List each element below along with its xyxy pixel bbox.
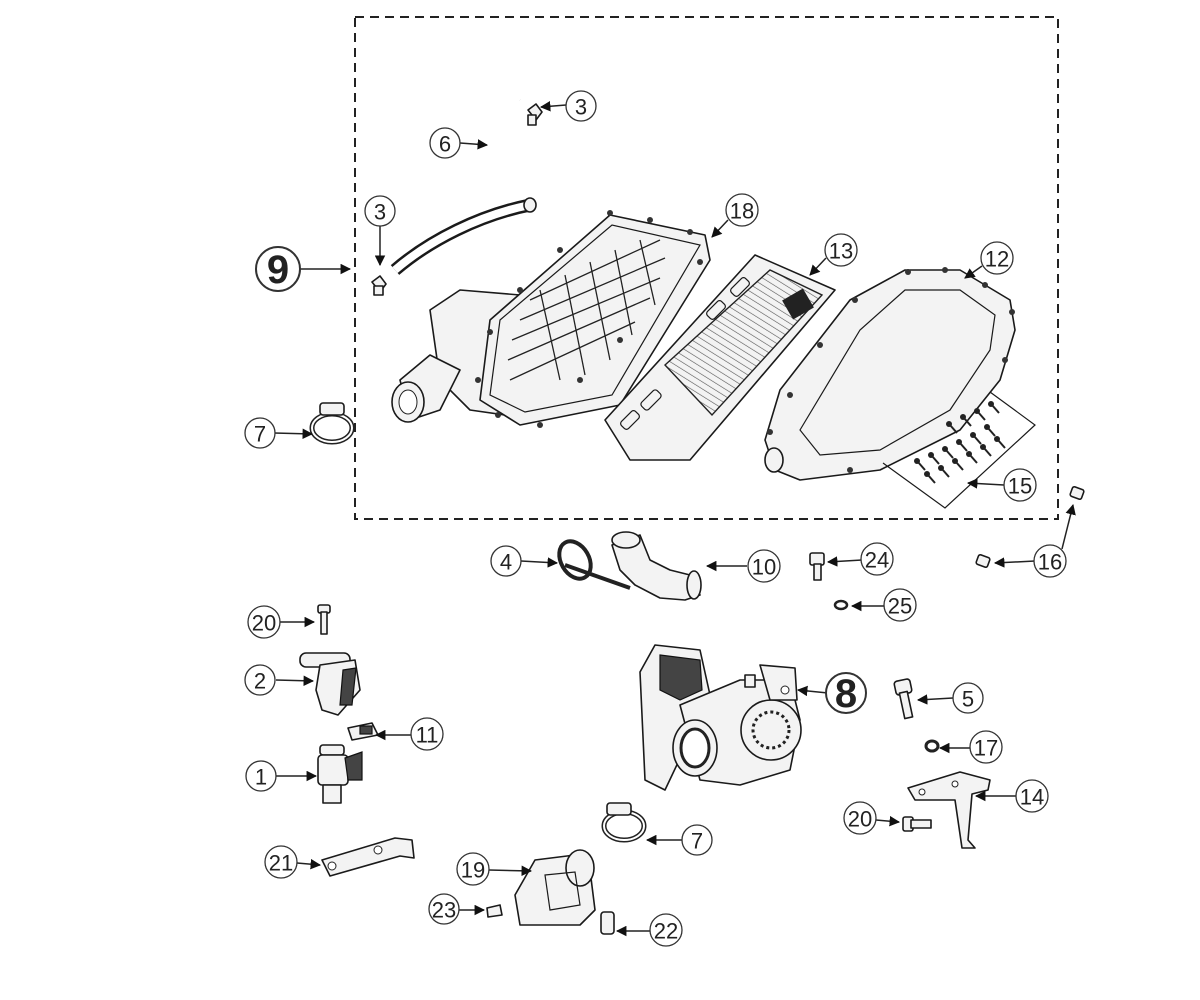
screw-set-part (882, 391, 1036, 509)
callout-17: 17 (969, 730, 1003, 764)
leader-lines (273, 101, 1076, 937)
callout-label: 6 (439, 132, 451, 157)
callout-24: 24 (860, 542, 894, 576)
callout-label: 7 (254, 422, 266, 447)
callout-label: 11 (416, 723, 439, 748)
callout-label: 25 (888, 594, 912, 619)
callout-label: 20 (252, 611, 276, 636)
callout-13: 13 (824, 233, 858, 267)
callout-label: 19 (461, 858, 485, 883)
small-clip-part (486, 904, 503, 918)
flange-bolt-part (809, 552, 825, 581)
callout-label: 20 (848, 807, 872, 832)
callout-3-lower: 3 (364, 195, 396, 227)
callout-1: 1 (245, 760, 277, 792)
callout-label: 3 (575, 95, 587, 120)
breather-hose-part (390, 94, 537, 275)
callout-label: 12 (985, 247, 1009, 272)
callout-label: 15 (1008, 474, 1032, 499)
callout-6: 6 (429, 127, 461, 159)
air-filter-part (604, 254, 836, 461)
callout-label: 23 (432, 898, 456, 923)
sensor-part (299, 652, 361, 716)
callout-15: 15 (1003, 468, 1037, 502)
connector-clip-part (347, 722, 379, 741)
callout-12: 12 (980, 241, 1014, 275)
callout-16: 16 (1033, 544, 1067, 578)
callout-label: 3 (374, 200, 386, 225)
callout-label: 5 (962, 687, 974, 712)
callout-label: 24 (865, 548, 889, 573)
bolt-left-part (317, 604, 331, 635)
callout-14: 14 (1015, 779, 1049, 813)
hose-clamp-upper-part (309, 402, 355, 445)
callout-label: 16 (1038, 550, 1062, 575)
callout-label: 2 (254, 669, 266, 694)
hose-clamp-lower-part (601, 802, 647, 843)
callout-8: 8 (825, 672, 867, 716)
hex-bolt-part (893, 678, 914, 720)
cable-tie-part (557, 539, 631, 590)
callout-label: 13 (829, 239, 853, 264)
callout-5: 5 (952, 682, 984, 714)
callout-7-upper: 7 (244, 417, 276, 449)
callout-20-lower: 20 (843, 801, 877, 835)
vacuum-cap-part (600, 911, 615, 935)
callout-label: 14 (1020, 785, 1044, 810)
washer-upper-part (833, 599, 849, 611)
callout-label: 17 (974, 736, 998, 761)
callout-label: 7 (691, 829, 703, 854)
callout-20-upper: 20 (247, 605, 281, 639)
callout-7-lower: 7 (681, 824, 713, 856)
callout-9: 9 (255, 246, 301, 292)
washer-lower-part (924, 739, 940, 753)
callout-label: 4 (500, 550, 512, 575)
airbox-housing-part (391, 210, 711, 428)
mounting-bracket-part (907, 771, 991, 849)
bolt-right-part (902, 816, 932, 832)
callout-19: 19 (456, 852, 490, 886)
callout-4: 4 (490, 545, 522, 577)
callout-label: 10 (752, 555, 776, 580)
callout-label: 1 (255, 765, 267, 790)
throttle-body-part (639, 644, 802, 791)
hose-clip-upper-part (527, 103, 543, 126)
callout-10: 10 (747, 549, 781, 583)
callout-label: 9 (267, 248, 289, 292)
callout-23: 23 (428, 893, 460, 925)
callout-label: 8 (835, 672, 857, 716)
intake-elbow-part (611, 531, 702, 601)
callout-18: 18 (725, 193, 759, 227)
intake-manifold-part (514, 849, 596, 926)
callout-21: 21 (264, 845, 298, 879)
assembly-boundary (354, 16, 1059, 520)
callout-label: 18 (730, 199, 754, 224)
callout-22: 22 (649, 913, 683, 947)
callout-25: 25 (883, 588, 917, 622)
callout-label: 21 (269, 851, 293, 876)
small-bolt-part (975, 486, 1085, 568)
fuel-injector-part (317, 744, 363, 804)
callout-label: 22 (654, 919, 678, 944)
strip-bracket-part (321, 837, 415, 877)
callout-11: 11 (410, 717, 444, 751)
callout-3-upper: 3 (565, 90, 597, 122)
callout-2: 2 (244, 664, 276, 696)
hose-clip-lower-part (371, 275, 387, 296)
